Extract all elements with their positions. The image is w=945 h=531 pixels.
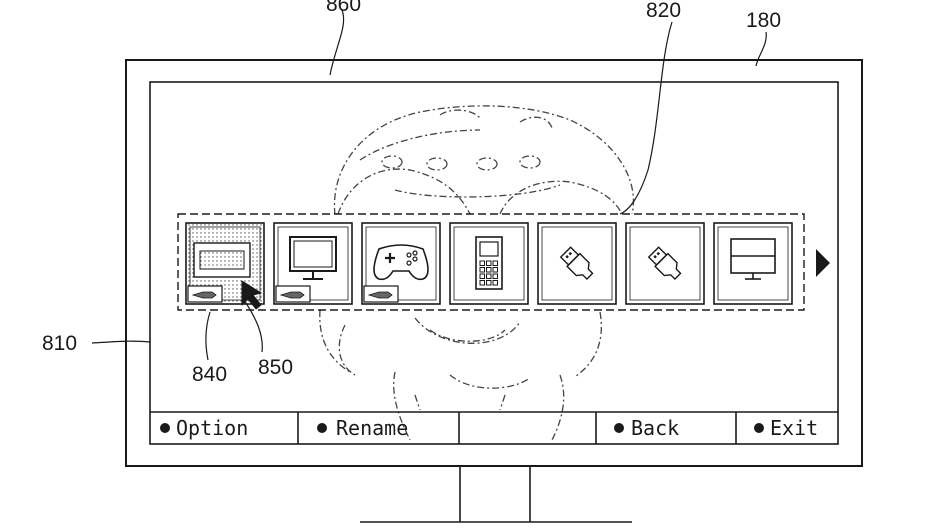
back-button-label: Back xyxy=(631,416,680,440)
exit-button-label: Exit xyxy=(770,416,819,440)
input-type-tag-icon xyxy=(187,285,223,303)
label-device-list: 820 xyxy=(646,0,682,22)
rename-button-label: Rename xyxy=(336,416,409,440)
display-bezel xyxy=(125,59,863,467)
exit-button[interactable]: Exit xyxy=(736,412,838,444)
cursor-arrow-icon xyxy=(241,280,262,310)
display-stand xyxy=(360,466,632,523)
bullet-icon xyxy=(317,423,327,433)
back-button[interactable]: Back xyxy=(596,412,736,444)
background-character-sketch xyxy=(319,105,634,441)
label-screen: 810 xyxy=(42,332,78,355)
rename-button[interactable]: Rename xyxy=(298,412,459,444)
input-source-icon xyxy=(187,242,251,303)
label-cursor: 850 xyxy=(258,356,294,379)
empty-menu-slot xyxy=(459,412,596,444)
monitor-icon xyxy=(275,236,337,303)
input-type-tag-icon xyxy=(363,285,399,303)
device-tiles xyxy=(185,222,793,310)
device-tile[interactable] xyxy=(273,222,353,305)
menu-bar xyxy=(150,411,838,444)
label-display: 180 xyxy=(746,9,782,32)
bullet-icon xyxy=(754,423,764,433)
device-tile[interactable] xyxy=(625,222,705,305)
display-screen xyxy=(149,81,839,445)
device-tile[interactable] xyxy=(361,222,441,305)
leader-lines xyxy=(91,9,767,361)
device-tile[interactable] xyxy=(713,222,793,305)
bullet-icon xyxy=(614,423,624,433)
scroll-right-arrow-icon[interactable] xyxy=(816,249,830,277)
usb-icon xyxy=(559,246,594,281)
device-tile[interactable] xyxy=(449,222,529,305)
device-tile[interactable] xyxy=(537,222,617,305)
gamepad-icon xyxy=(363,244,429,303)
label-highlight: 840 xyxy=(192,363,228,386)
option-button[interactable]: Option xyxy=(150,412,298,444)
option-button-label: Option xyxy=(176,416,249,440)
input-type-tag-icon xyxy=(275,285,311,303)
mobile-phone-icon xyxy=(475,236,503,290)
bullet-icon xyxy=(160,423,170,433)
label-background: 860 xyxy=(326,0,362,16)
device-tile[interactable] xyxy=(185,222,265,310)
display-panel-icon xyxy=(730,238,776,280)
